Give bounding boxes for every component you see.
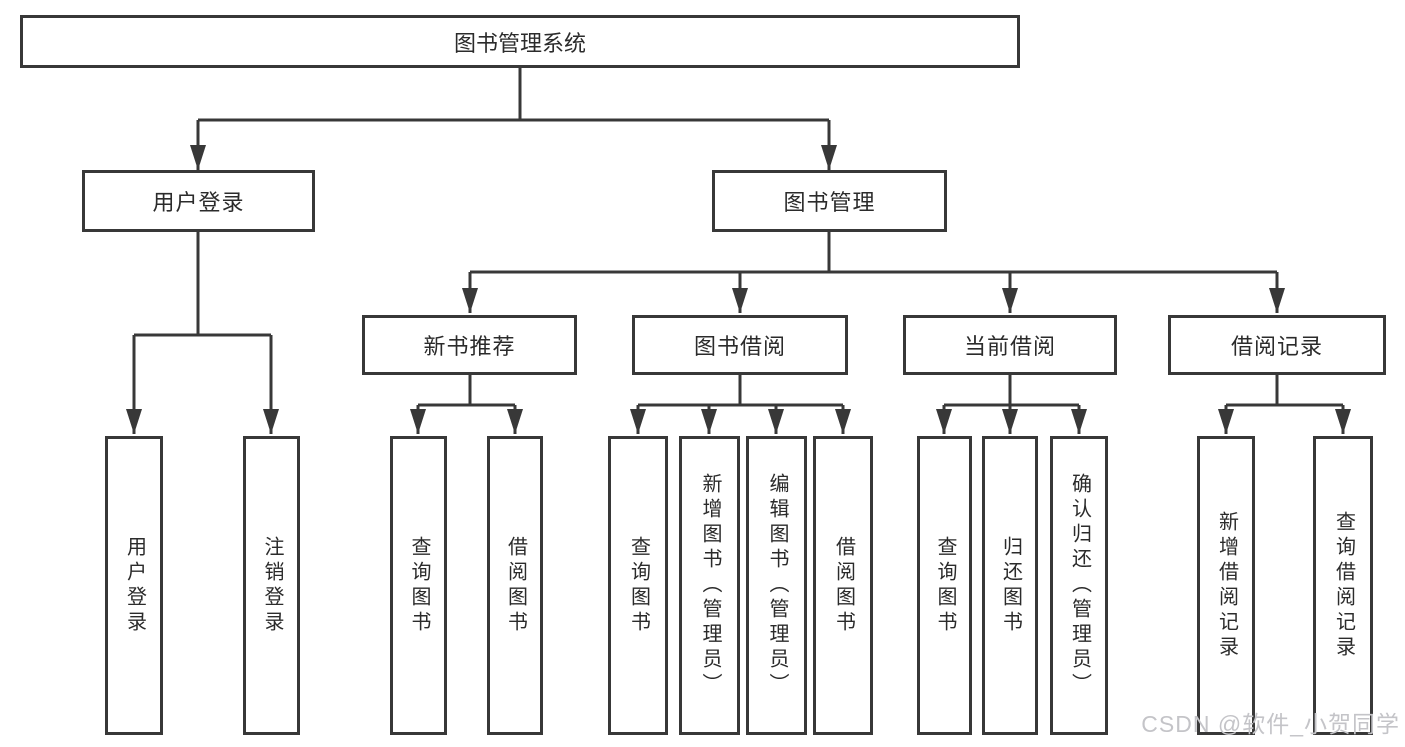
leaf-logout: 注销登录 bbox=[243, 436, 300, 735]
leaf-label: 查询图书 bbox=[408, 535, 430, 636]
leaf-user-login: 用户登录 bbox=[105, 436, 163, 735]
node-label: 图书管理 bbox=[783, 190, 876, 215]
node-label: 借阅记录 bbox=[1230, 334, 1323, 359]
leaf-borrow-books-recommend: 借阅图书 bbox=[487, 436, 543, 735]
leaf-return-books: 归还图书 bbox=[982, 436, 1038, 735]
leaf-label: 借阅图书 bbox=[504, 535, 527, 636]
leaf-label: 查询图书 bbox=[934, 535, 956, 636]
leaf-query-books-borrow: 查询图书 bbox=[608, 436, 668, 735]
leaf-label: 用户登录 bbox=[123, 535, 146, 636]
leaf-query-borrow-record: 查询借阅记录 bbox=[1313, 436, 1373, 735]
node-label: 用户登录 bbox=[152, 190, 245, 215]
node-book-management-system: 图书管理系统 bbox=[20, 15, 1020, 68]
leaf-label: 编辑图书（管理员） bbox=[766, 473, 788, 698]
leaf-label: 注销登录 bbox=[261, 535, 283, 636]
node-current-borrowing: 当前借阅 bbox=[903, 315, 1117, 375]
leaf-label: 新增借阅记录 bbox=[1215, 510, 1238, 661]
node-borrowing-records: 借阅记录 bbox=[1168, 315, 1386, 375]
leaf-confirm-return-admin: 确认归还（管理员） bbox=[1050, 436, 1108, 735]
csdn-watermark: CSDN @软件_小贺同学 bbox=[1141, 711, 1400, 737]
leaf-label: 借阅图书 bbox=[832, 535, 855, 636]
node-label: 图书借阅 bbox=[693, 334, 786, 359]
leaf-edit-book-admin: 编辑图书（管理员） bbox=[746, 436, 807, 735]
leaf-label: 查询图书 bbox=[627, 535, 650, 636]
leaf-add-book-admin: 新增图书（管理员） bbox=[679, 436, 740, 735]
leaf-borrow-books: 借阅图书 bbox=[813, 436, 873, 735]
leaf-add-borrow-record: 新增借阅记录 bbox=[1197, 436, 1255, 735]
node-book-management: 图书管理 bbox=[712, 170, 947, 232]
leaf-query-books-current: 查询图书 bbox=[917, 436, 972, 735]
node-user-login: 用户登录 bbox=[82, 170, 315, 232]
leaf-label: 查询借阅记录 bbox=[1332, 510, 1355, 661]
node-label: 图书管理系统 bbox=[453, 30, 586, 56]
leaf-label: 归还图书 bbox=[999, 535, 1022, 636]
leaf-query-books-recommend: 查询图书 bbox=[390, 436, 447, 735]
leaf-label: 确认归还（管理员） bbox=[1068, 473, 1091, 698]
node-label: 新书推荐 bbox=[423, 334, 516, 359]
leaf-label: 新增图书（管理员） bbox=[699, 473, 721, 698]
node-new-book-recommendation: 新书推荐 bbox=[362, 315, 577, 375]
node-book-borrowing: 图书借阅 bbox=[632, 315, 848, 375]
node-label: 当前借阅 bbox=[963, 334, 1056, 359]
